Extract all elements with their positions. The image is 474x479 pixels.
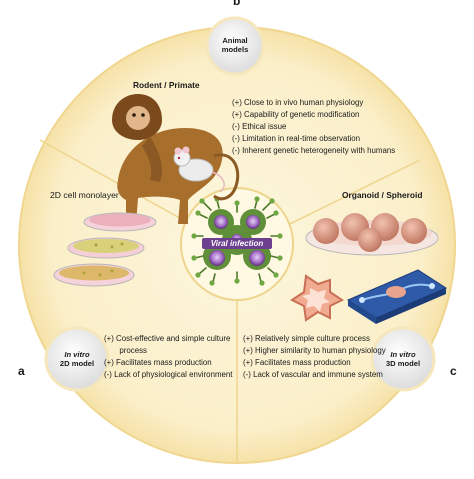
- animal-badge-line2: models: [221, 45, 249, 54]
- microfluidic-chip-illustration: [346, 269, 448, 324]
- panel-letter-b: b: [233, 0, 241, 8]
- invitro2d-badge-line2: 2D model: [59, 359, 95, 368]
- model-3d-title: Organoid / Spheroid: [342, 190, 423, 200]
- invitro2d-badge-circle: [44, 326, 110, 392]
- invitro3d-badge-line1: In vitro: [390, 350, 416, 359]
- model-2d-points: (+) Cost-effective and simple culture pr…: [104, 333, 233, 381]
- animal-point: (-) Ethical issue: [232, 122, 287, 131]
- star-organoid-illustration: [290, 274, 344, 322]
- model-2d-point: (-) Lack of physiological environment: [104, 370, 233, 379]
- model-2d-point: process: [104, 346, 147, 355]
- animal-point: (+) Close to in vivo human physiology: [232, 98, 364, 107]
- animal-badge-circle: [205, 16, 265, 76]
- model-3d-points: (+) Relatively simple culture process (+…: [243, 333, 386, 381]
- invitro3d-badge-circle: [370, 326, 436, 392]
- model-3d-point: (+) Higher similarity to human physiolog…: [243, 346, 386, 355]
- mouse-illustration: [173, 146, 225, 193]
- panel-letter-a: a: [18, 364, 25, 378]
- animal-point: (+) Capability of genetic modification: [232, 110, 360, 119]
- animal-badge-line1: Animal: [222, 36, 248, 45]
- model-2d-title: 2D cell monolayer: [50, 190, 119, 200]
- invitro-3d-badge: In vitro 3D model: [371, 350, 435, 368]
- center-label: Viral infection: [202, 238, 272, 249]
- invitro3d-badge-line2: 3D model: [385, 359, 421, 368]
- animal-model-title: Rodent / Primate: [133, 80, 200, 90]
- model-3d-point: (+) Facilitates mass production: [243, 358, 351, 367]
- animal-model-points: (+) Close to in vivo human physiology (+…: [232, 97, 395, 157]
- model-3d-point: (+) Relatively simple culture process: [243, 334, 370, 343]
- model-2d-point: (+) Cost-effective and simple culture: [104, 334, 231, 343]
- model-3d-point: (-) Lack of vascular and immune system: [243, 370, 383, 379]
- animal-point: (-) Limitation in real-time observation: [232, 134, 361, 143]
- invitro-2d-badge: In vitro 2D model: [45, 350, 109, 368]
- invitro2d-badge-line1: In vitro: [64, 350, 90, 359]
- model-2d-point: (+) Facilitates mass production: [104, 358, 212, 367]
- petri-dishes-illustration: [53, 212, 157, 287]
- animal-point: (-) Inherent genetic heterogeneity with …: [232, 146, 396, 155]
- panel-letter-c: c: [450, 364, 457, 378]
- monkey-illustration: [112, 94, 240, 224]
- organoid-dish-illustration: [305, 213, 439, 256]
- animal-models-badge: Animal models: [207, 36, 263, 54]
